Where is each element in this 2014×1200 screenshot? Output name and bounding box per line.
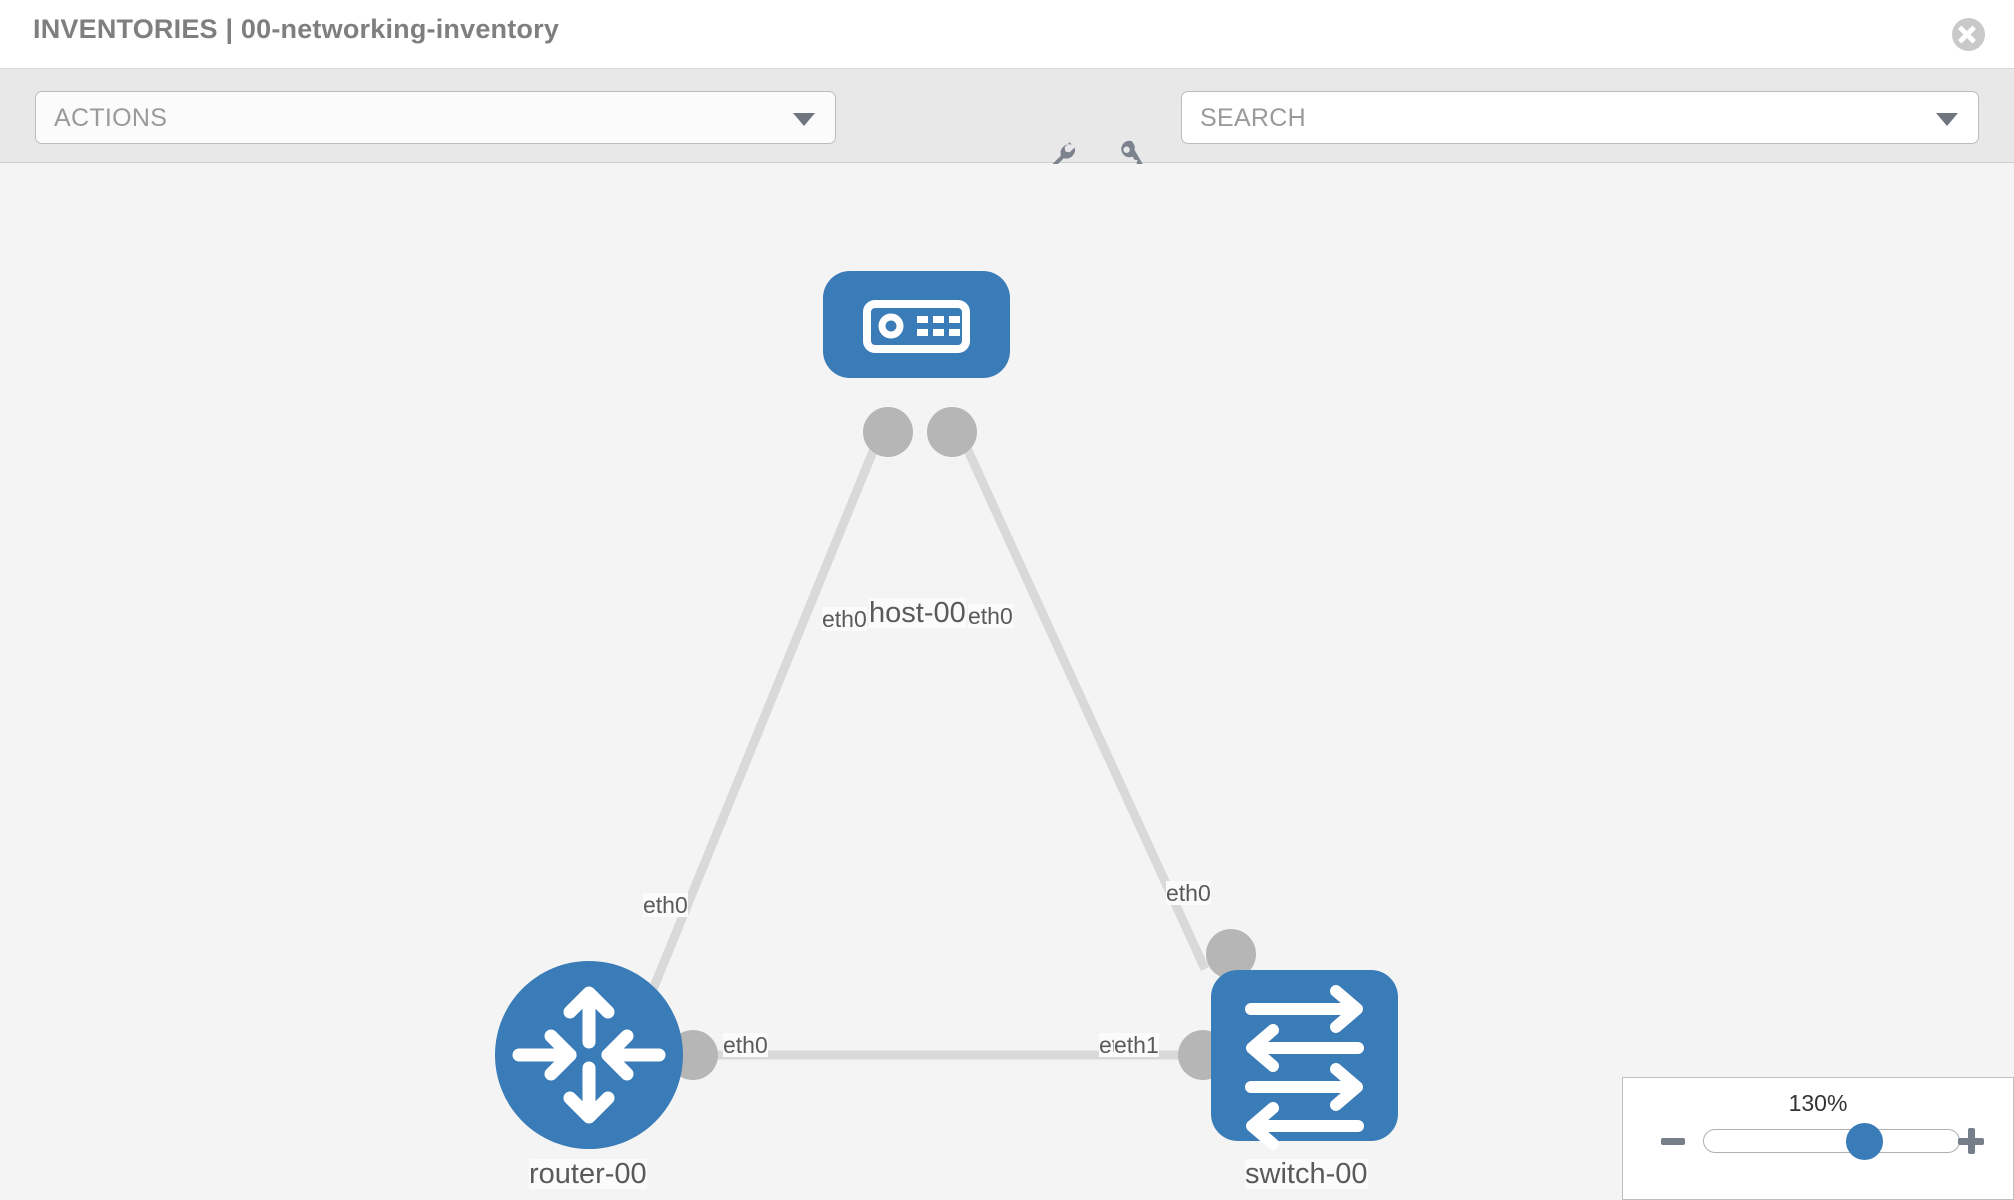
node-host-00[interactable] <box>823 271 1010 378</box>
node-label-host-00: host-00 <box>869 597 966 629</box>
zoom-slider-thumb[interactable] <box>1846 1123 1883 1160</box>
router-arrows-icon <box>512 986 666 1124</box>
interface-label: eth1 <box>1114 1032 1159 1058</box>
zoom-slider[interactable] <box>1703 1123 1960 1160</box>
minus-icon[interactable] <box>1661 1138 1685 1145</box>
node-label-switch-00: switch-00 <box>1245 1158 1368 1190</box>
chevron-down-icon[interactable] <box>1936 113 1958 126</box>
actions-dropdown-label: ACTIONS <box>54 104 168 132</box>
server-icon <box>863 300 970 353</box>
interface-label: eth0 <box>723 1032 768 1058</box>
edge-host-switch <box>950 420 1210 971</box>
page-header: INVENTORIES | 00-networking-inventory <box>0 0 2014 69</box>
zoom-control-panel: 130% <box>1622 1077 2014 1200</box>
search-placeholder: SEARCH <box>1200 104 1306 132</box>
interface-label: eth0 <box>968 603 1013 629</box>
interface-label: eth0 <box>1166 880 1211 906</box>
interface-label: eth0 <box>822 606 867 632</box>
search-input[interactable]: SEARCH <box>1181 91 1979 144</box>
node-switch-00[interactable] <box>1211 970 1398 1150</box>
topology-canvas[interactable]: eth0 eth0 eth0 eth0 eth0 eth0 eth1 host-… <box>0 164 2014 1200</box>
plus-icon[interactable] <box>1958 1128 1984 1154</box>
page-title: INVENTORIES | 00-networking-inventory <box>33 14 560 44</box>
port-switch-top <box>1206 929 1256 979</box>
actions-dropdown[interactable]: ACTIONS <box>35 91 836 144</box>
topology-graph <box>495 271 1398 1150</box>
node-router-00[interactable] <box>495 961 683 1149</box>
switch-arrows-icon <box>1245 985 1364 1150</box>
chevron-down-icon <box>793 113 815 126</box>
port-host-left <box>863 407 913 457</box>
topology-edges <box>642 420 1210 1060</box>
interface-label: eth0 <box>643 892 688 918</box>
node-label-router-00: router-00 <box>529 1158 647 1190</box>
close-icon[interactable] <box>1952 18 1985 51</box>
toolbar: ACTIONS SEARCH <box>0 69 2014 173</box>
port-host-right <box>927 407 977 457</box>
zoom-percent-label: 130% <box>1788 1090 1848 1116</box>
